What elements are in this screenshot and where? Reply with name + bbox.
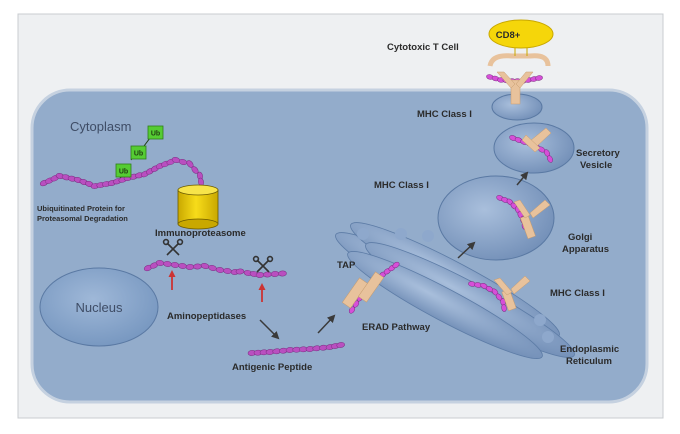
peptide-fragment-right bbox=[243, 270, 287, 278]
mhc-molecule-vesicle bbox=[521, 127, 552, 153]
arrow-to-er bbox=[317, 314, 336, 334]
ubiquitin-tags: Ub Ub Ub bbox=[115, 125, 164, 179]
secretory-vesicle-label-2: Vesicle bbox=[580, 160, 612, 171]
golgi-apparatus bbox=[437, 175, 555, 261]
scissors-icon-left bbox=[162, 238, 184, 256]
peptide-bead bbox=[278, 270, 287, 277]
arrow-to-vesicle bbox=[516, 171, 529, 186]
immunoproteasome-cylinder bbox=[177, 184, 219, 230]
peptide-chains bbox=[39, 74, 553, 356]
peptide-bead bbox=[193, 263, 202, 270]
arrow-to-golgi bbox=[457, 241, 476, 259]
endoplasmic-reticulum bbox=[335, 222, 575, 359]
tap-label: TAP bbox=[337, 260, 356, 271]
cd8-coreceptor bbox=[488, 19, 554, 49]
peptide-bead bbox=[535, 75, 543, 81]
mhc-molecule-surface bbox=[496, 71, 534, 105]
cytoplasm-label: Cytoplasm bbox=[70, 119, 131, 134]
ub-label-2: Ub bbox=[134, 151, 143, 158]
mhc-molecule-golgi bbox=[513, 199, 551, 240]
aminopeptidases-label: Aminopeptidases bbox=[167, 311, 246, 322]
peptide-bead bbox=[263, 271, 272, 278]
nucleus-label: Nucleus bbox=[76, 300, 123, 315]
peptide-bead bbox=[270, 271, 280, 277]
secretory-vesicle-label-1: Secretory bbox=[576, 148, 621, 159]
mhc-class-i-er-label: MHC Class I bbox=[550, 288, 605, 299]
peptide-bead bbox=[235, 268, 245, 275]
immunoproteasome-label: Immunoproteasome bbox=[155, 228, 246, 239]
antigenic-peptide-label: Antigenic Peptide bbox=[232, 362, 312, 373]
peptide-bead bbox=[501, 304, 507, 312]
ub-label-3: Ub bbox=[151, 131, 160, 138]
peptide-bead bbox=[336, 342, 345, 348]
golgi-label-1: Golgi bbox=[568, 232, 592, 243]
erad-pathway-label: ERAD Pathway bbox=[362, 322, 431, 333]
ub-label-1: Ub bbox=[119, 169, 128, 176]
t-cell-receptor bbox=[487, 53, 551, 67]
mhc-class-i-golgi-label: MHC Class I bbox=[374, 180, 429, 191]
peptide-fragment-left bbox=[143, 260, 245, 275]
scissors-icon-right bbox=[252, 255, 274, 273]
cytotoxic-t-cell-label: Cytotoxic T Cell bbox=[387, 42, 459, 53]
nucleus bbox=[39, 267, 159, 347]
er-peptide-chain bbox=[468, 281, 507, 312]
antigenic-peptide-chain bbox=[247, 342, 345, 356]
ubiquitinated-protein-label-1: Ubiquitinated Protein for bbox=[37, 204, 125, 213]
er-label-1: Endoplasmic bbox=[560, 344, 619, 355]
cd8-label: CD8+ bbox=[496, 30, 521, 41]
golgi-label-2: Apparatus bbox=[562, 244, 609, 255]
mhc-molecule-er bbox=[493, 275, 531, 312]
er-label-2: Reticulum bbox=[566, 356, 612, 367]
tap-transporter bbox=[341, 271, 385, 309]
peptide-bead bbox=[392, 261, 400, 269]
peptide-bead bbox=[185, 264, 195, 270]
peptide-bead bbox=[547, 155, 553, 163]
mhc-class-i-top-label: MHC Class I bbox=[417, 109, 472, 120]
ubiquitinated-protein-label-2: Proteasomal Degradation bbox=[37, 214, 128, 223]
peptide-bead bbox=[255, 272, 265, 278]
arrow-to-antigenic-peptide bbox=[259, 319, 280, 340]
